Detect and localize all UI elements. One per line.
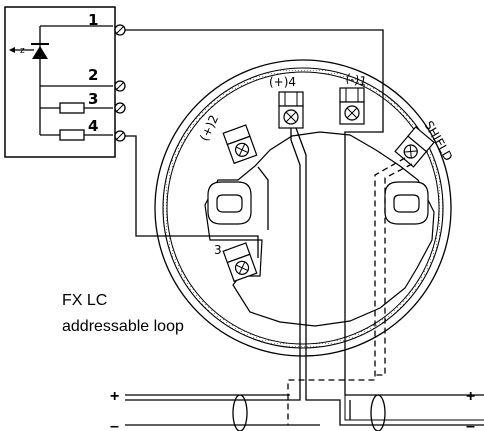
base-terminal-plus4-label: (+)4 — [269, 75, 296, 89]
terminal-block-plus4 — [278, 91, 304, 129]
mounting-slot-right — [384, 181, 429, 225]
detector-base: (+)4 (-)1 (+)2 SHIELD 3 — [154, 59, 455, 357]
loop-plus-right: + — [466, 388, 475, 405]
loop-plus-left: + — [110, 388, 119, 405]
wiring — [125, 29, 484, 426]
loop-label-line1: FX LC — [62, 292, 107, 309]
resistor-icon — [59, 129, 85, 141]
terminal-block-plus2 — [222, 124, 258, 165]
terminal-block-minus1 — [339, 87, 365, 125]
svg-text:z: z — [20, 46, 25, 56]
terminal-block-3 — [222, 242, 258, 283]
mounting-slot-left — [207, 181, 252, 225]
base-terminal-3-label: 3 — [214, 243, 222, 257]
cable-tie-right — [370, 394, 386, 431]
shield-wire — [287, 157, 413, 425]
resistor-icon — [59, 102, 85, 114]
loop-minus-right: – — [466, 418, 475, 431]
cable-tie-left — [232, 394, 248, 431]
module-terminal-1-label: 1 — [88, 11, 98, 29]
screw-terminal-icon — [114, 24, 126, 142]
terminal-block-shield — [394, 126, 435, 168]
module-terminal-4-label: 4 — [88, 117, 98, 135]
module-terminal-2-label: 2 — [88, 66, 98, 84]
loop-minus-left: – — [110, 418, 119, 431]
module-terminal-3-label: 3 — [88, 90, 98, 108]
base-terminal-minus1-label: (-)1 — [344, 71, 367, 88]
loop-label-line2: addressable loop — [62, 318, 184, 335]
detector-module: z 1 2 3 4 — [4, 6, 126, 158]
diode-icon: z — [9, 25, 113, 130]
